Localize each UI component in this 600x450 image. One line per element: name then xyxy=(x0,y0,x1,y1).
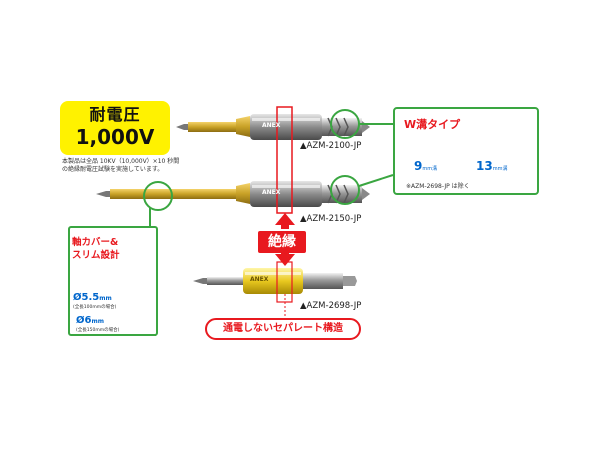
groove-size-13-value: 13 xyxy=(476,159,493,173)
groove-size-13-unit: mm溝 xyxy=(492,166,508,172)
insulation-label: 絶縁 xyxy=(258,231,306,253)
hex-shank-circle-2 xyxy=(330,175,360,205)
groove-size-9-value: 9 xyxy=(414,159,423,173)
voltage-badge: 耐電圧 1,000V xyxy=(60,101,170,155)
diameter-150: Ø6mm (全長150mmの場合) xyxy=(76,308,119,333)
badge-value: 1,000V xyxy=(75,125,155,149)
groove-size-9-unit: mm溝 xyxy=(422,166,438,172)
up-arrow-icon xyxy=(275,213,295,229)
diameter-icon: Ø xyxy=(76,315,85,326)
test-note-line1: 本製品は全品 10KV（10,000V）×10 秒間 xyxy=(62,158,180,165)
shaft-circle xyxy=(143,181,173,211)
diameter-100: Ø5.5mm (全長100mmの場合) xyxy=(73,285,116,310)
down-arrow-icon xyxy=(275,250,295,266)
insulation-highlight xyxy=(276,106,293,214)
groove-size-9: 9mm溝 xyxy=(414,159,437,173)
w-groove-title: W溝タイプ xyxy=(404,118,461,131)
cover-title-line1: 軸カバー& xyxy=(72,237,119,248)
brand-logo-2: ANEX xyxy=(262,189,281,196)
cover-title: 軸カバー& スリム設計 xyxy=(72,236,120,262)
model-label-2150: ▲AZM-2150-JP xyxy=(300,214,362,224)
model-label-2100: ▲AZM-2100-JP xyxy=(300,141,362,151)
bit-azm-2150 xyxy=(96,181,370,207)
diameter-150-sub: (全長150mmの場合) xyxy=(76,328,120,333)
diameter-100-value: 5.5 xyxy=(81,292,100,303)
test-note-line2: の絶縁耐電圧試験を実施しています。 xyxy=(62,166,164,173)
groove-size-13: 13mm溝 xyxy=(476,159,507,173)
diameter-icon: Ø xyxy=(73,292,82,303)
w-groove-panel xyxy=(393,107,539,195)
bit-azm-2698 xyxy=(193,268,357,294)
diameter-150-unit: mm xyxy=(91,318,104,325)
diameter-100-sub: (全長100mmの場合) xyxy=(73,305,117,310)
cover-panel xyxy=(68,226,158,336)
cover-title-line2: スリム設計 xyxy=(72,250,120,261)
diameter-100-unit: mm xyxy=(99,295,112,302)
separate-structure-label: 通電しないセパレート構造 xyxy=(205,318,361,340)
brand-logo: ANEX xyxy=(262,122,281,129)
badge-label: 耐電圧 xyxy=(89,105,141,124)
brand-logo-3: ANEX xyxy=(250,276,269,283)
diameter-150-value: 6 xyxy=(84,315,92,326)
w-groove-note: ※AZM-2698-JP は除く xyxy=(406,183,470,190)
model-label-2698: ▲AZM-2698-JP xyxy=(300,301,362,311)
test-note: 本製品は全品 10KV（10,000V）×10 秒間 の絶縁耐電圧試験を実施して… xyxy=(62,158,212,174)
